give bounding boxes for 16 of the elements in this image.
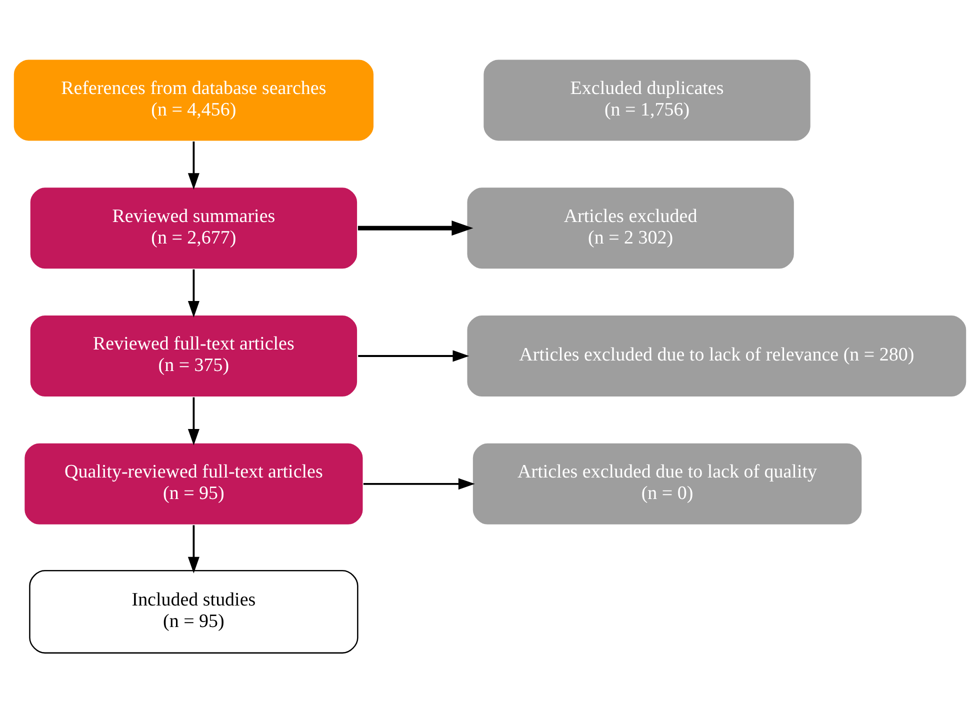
node-box: Quality-reviewed full-text articles (n = 95)	[23, 442, 364, 526]
arrow	[358, 350, 470, 362]
node-box: Articles excluded due to lack of relevance (n = 280)	[466, 314, 968, 398]
arrow	[358, 220, 474, 236]
arrow	[188, 141, 200, 190]
node-box: Articles excluded (n = 2 302)	[466, 186, 796, 270]
node-box: Reviewed full-text articles (n = 375)	[29, 314, 358, 398]
node-box: Included studies (n = 95)	[29, 570, 358, 654]
node-box: Articles excluded due to lack of quality (n = 0)	[472, 442, 863, 526]
node-box: References from database searches (n = 4,456)	[12, 58, 375, 142]
arrow	[363, 478, 475, 490]
arrow	[188, 524, 200, 573]
arrow	[188, 396, 200, 445]
node-box: Reviewed summaries (n = 2,677)	[29, 186, 358, 270]
node-box: Excluded duplicates (n = 1,756)	[482, 58, 812, 142]
arrow	[188, 268, 200, 318]
